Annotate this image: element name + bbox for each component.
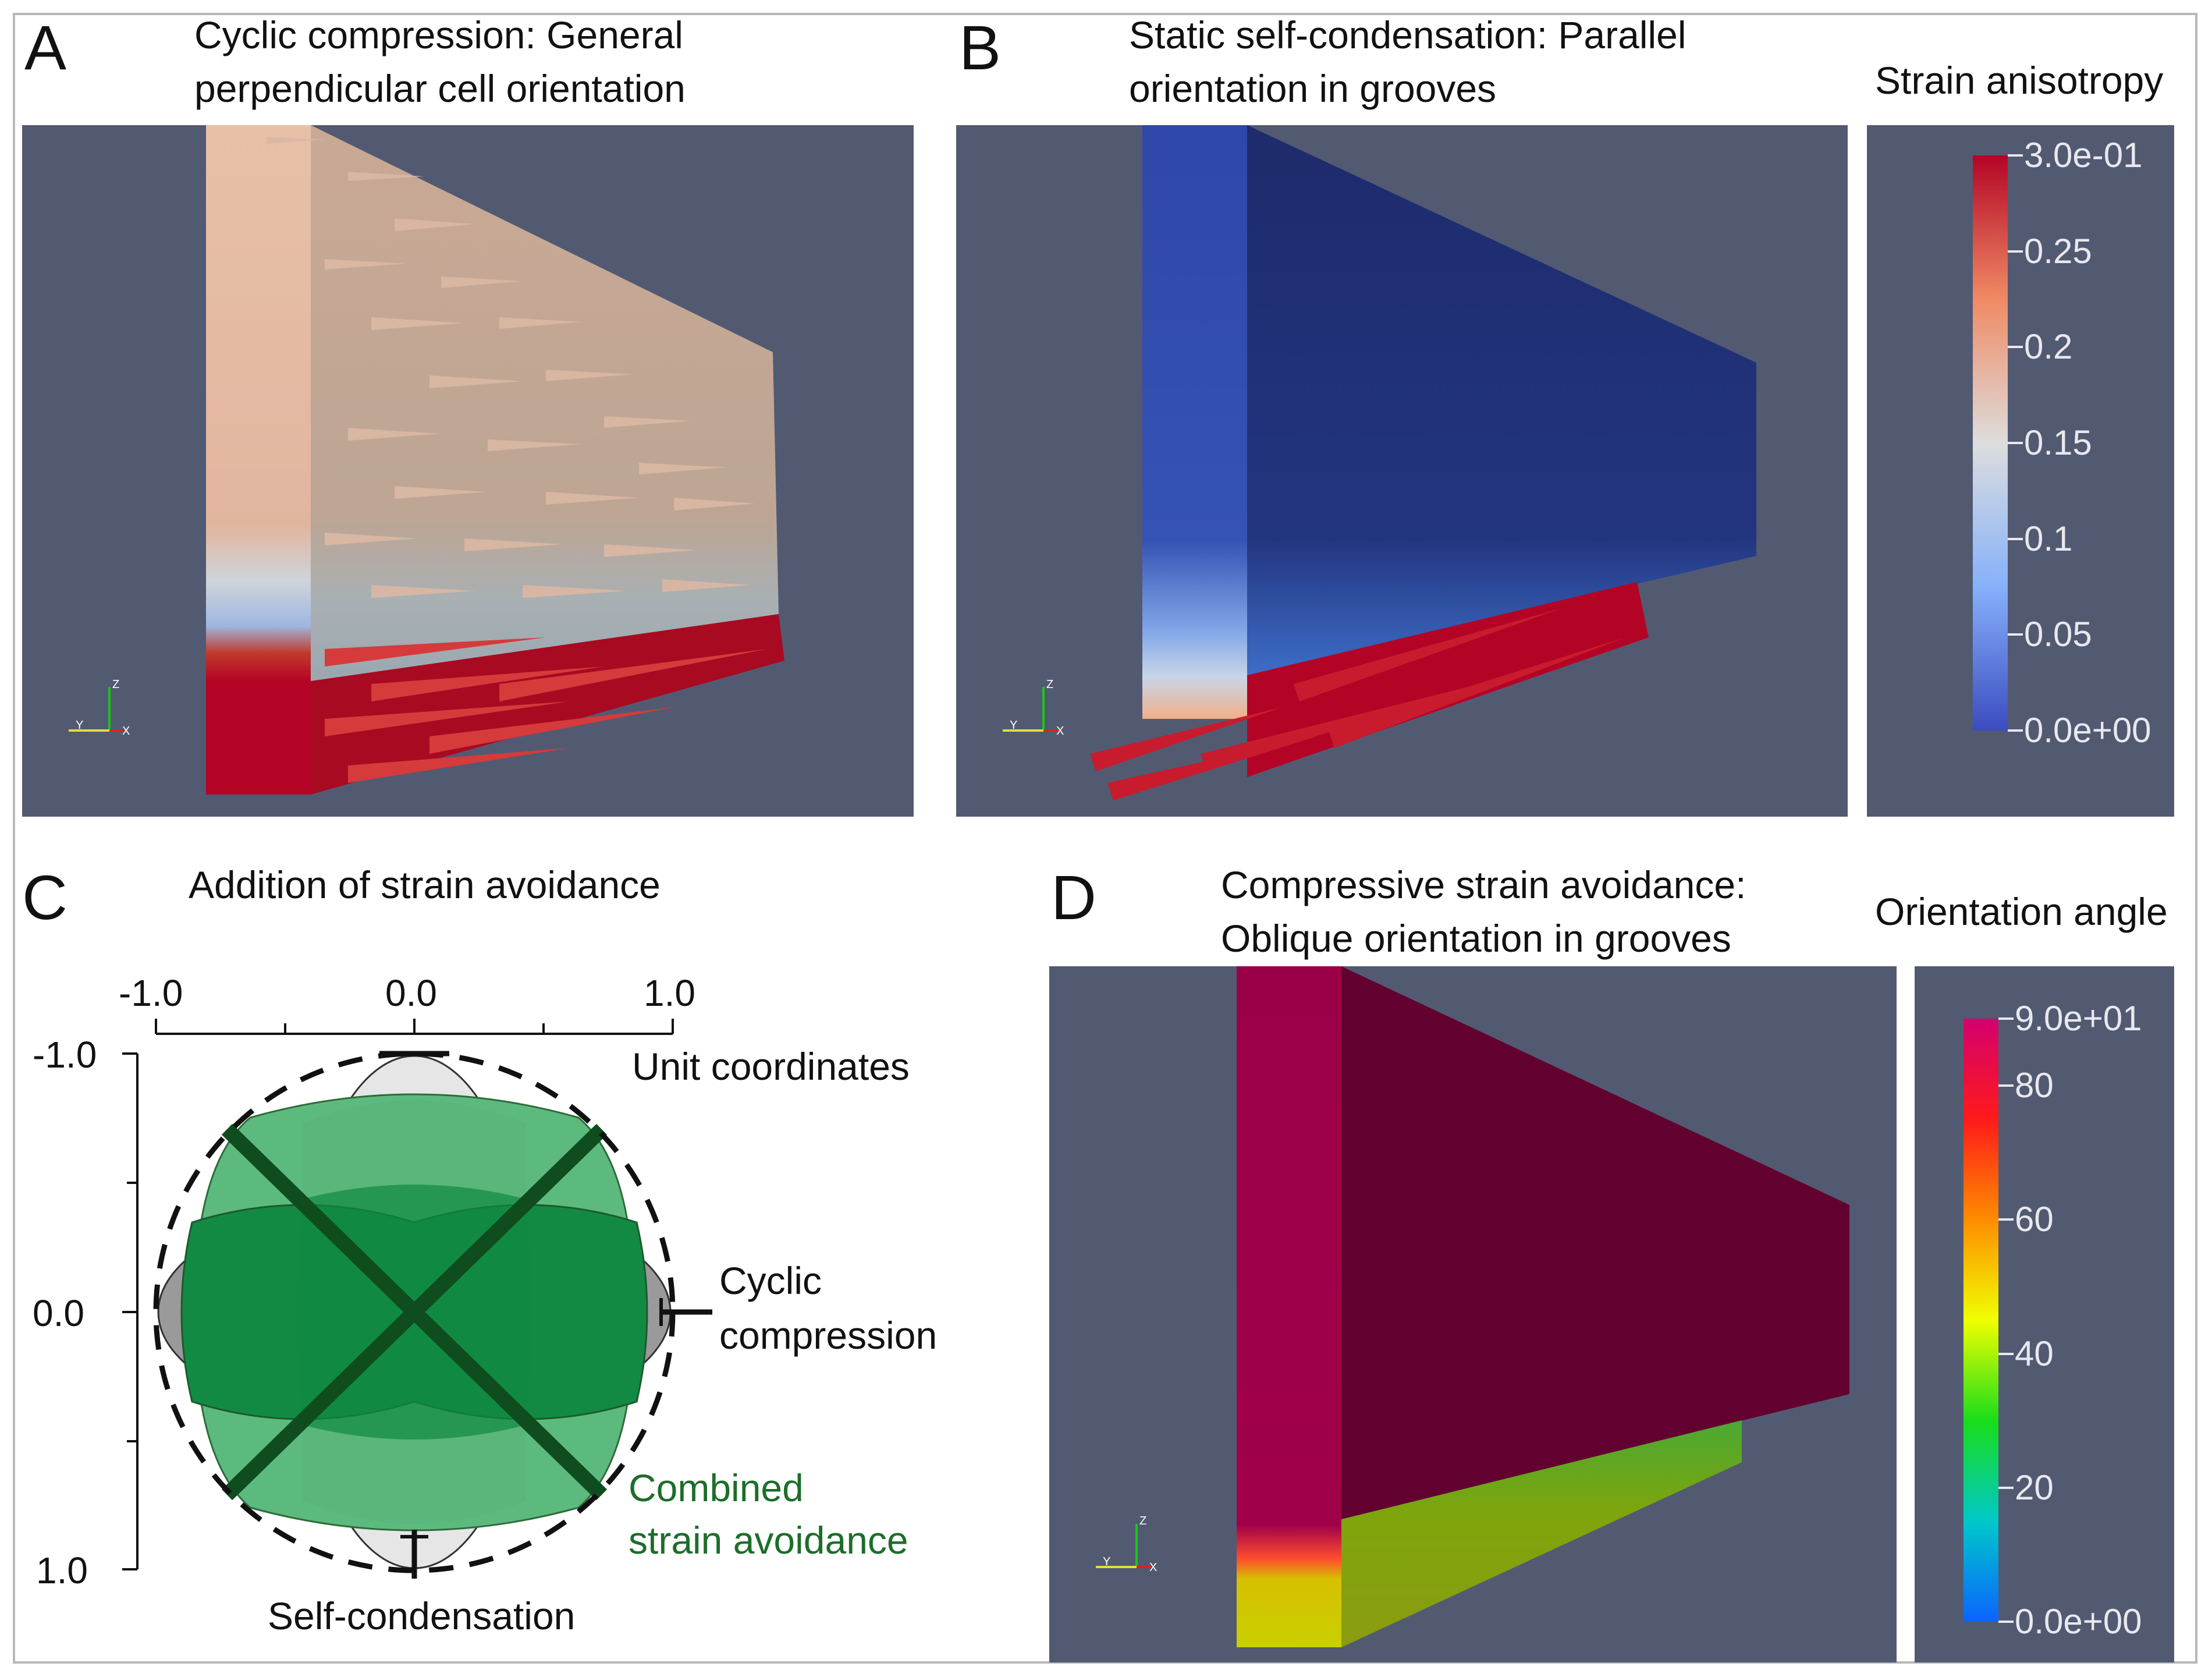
colorbar-tick-mark [1998, 1017, 2014, 1020]
colorbar-tick-label: 0.2 [2024, 327, 2073, 367]
colorbar-tick-mark [1998, 1084, 2014, 1087]
panel-b-letter: B [959, 12, 1002, 83]
colorbar-tick-label: 0.0e+00 [2015, 1602, 2142, 1641]
panel-c-y-tick-1: 1.0 [36, 1550, 88, 1591]
panel-a-letter: A [24, 12, 67, 83]
panel-b-colorbar-panel: 3.0e-01 0.25 0.2 0.15 0.1 0.05 0.0e+00 [1867, 125, 2174, 817]
panel-d-axes-triad [1096, 1524, 1152, 1568]
colorbar-tick-label: 60 [2015, 1200, 2054, 1239]
panel-b-side-face [1247, 125, 1756, 675]
panel-b-colorbar-gradient [1973, 155, 2008, 731]
panel-c-letter: C [22, 862, 68, 933]
panel-c-axis-label: Unit coordinates [632, 1045, 910, 1088]
panel-c-cross [221, 1123, 608, 1501]
panel-c-x-tick-1: 1.0 [644, 972, 695, 1014]
colorbar-tick-mark [2008, 442, 2023, 444]
colorbar-tick-mark [2008, 729, 2023, 732]
panel-b-colorbar-title: Strain anisotropy [1875, 59, 2164, 102]
panel-d-letter: D [1051, 862, 1096, 933]
panel-c-label-self: Self-condensation [268, 1594, 576, 1637]
panel-c-y-tick-neg1: -1.0 [33, 1034, 97, 1076]
panel-d-front-face [1237, 966, 1341, 1647]
panel-c-label-combined-line1: Combined [629, 1466, 804, 1509]
panel-a-axes-triad [69, 687, 125, 732]
colorbar-tick-label: 0.15 [2024, 423, 2092, 462]
colorbar-tick-mark [2008, 537, 2023, 540]
panel-b-triad-z: Z [1046, 678, 1054, 691]
colorbar-tick-label: 3.0e-01 [2024, 136, 2143, 175]
figure-frame [13, 13, 2197, 1664]
colorbar-tick-mark [2008, 154, 2023, 157]
colorbar-tick-label: 0.25 [2024, 231, 2092, 271]
panel-b-front-face [1142, 125, 1247, 719]
panel-a-triad-x: X [122, 725, 130, 738]
colorbar-tick-mark [1998, 1352, 2014, 1355]
panel-b-triad-x: X [1056, 725, 1064, 738]
panel-a-groove-arrows [325, 637, 767, 783]
colorbar-tick-mark [2008, 250, 2023, 253]
panel-a-front-face [206, 125, 311, 681]
colorbar-tick-label: 9.0e+01 [2015, 999, 2142, 1038]
panel-c-top-axis [155, 1019, 674, 1035]
colorbar-tick-label: 20 [2015, 1467, 2054, 1507]
panel-b-geometry [1003, 125, 1756, 800]
panel-c-x-tick-neg1: -1.0 [119, 972, 183, 1014]
panel-c-label-cyclic-line2: compression [719, 1314, 938, 1357]
panel-c-label-combined-line2: strain avoidance [629, 1519, 908, 1562]
colorbar-tick-label: 0.1 [2024, 519, 2073, 558]
panel-a-triad-y: Y [76, 719, 84, 732]
panel-a-arrow-field [267, 137, 755, 598]
panel-a-side-face [311, 125, 779, 684]
panel-b-render-view: Z Y X [956, 125, 1848, 817]
panel-b-axes-triad [1003, 687, 1059, 732]
panel-d-colorbar-title: Orientation angle [1875, 890, 2168, 933]
panel-c-left-axis [122, 1052, 139, 1570]
panel-a-title-line2: perpendicular cell orientation [194, 67, 686, 110]
panel-d-triad-y: Y [1103, 1555, 1111, 1568]
panel-d-colorbar-gradient [1964, 1019, 1998, 1622]
panel-d-side-face [1341, 966, 1849, 1519]
colorbar-tick-label: 80 [2015, 1066, 2054, 1105]
panel-a-groove-front [206, 681, 311, 795]
panel-b-triad-y: Y [1010, 719, 1018, 732]
panel-d-geometry [1096, 966, 1849, 1647]
panel-b-title-line2: orientation in grooves [1129, 67, 1497, 110]
colorbar-tick-mark [1998, 1218, 2014, 1221]
colorbar-tick-mark [1998, 1486, 2014, 1489]
colorbar-tick-label: 0.0e+00 [2024, 711, 2151, 750]
colorbar-tick-mark [1998, 1621, 2014, 1623]
colorbar-tick-label: 0.05 [2024, 615, 2092, 654]
panel-d-colorbar-panel: 9.0e+01 80 60 40 20 0.0e+00 [1915, 966, 2174, 1662]
colorbar-tick-label: 40 [2015, 1334, 2054, 1373]
panel-b-groove-arrows [1090, 608, 1625, 800]
panel-a-geometry [69, 125, 784, 795]
colorbar-tick-mark [2008, 633, 2023, 636]
panel-d-render-view: Z Y X [1049, 966, 1897, 1662]
panel-a-triad-z: Z [112, 678, 120, 691]
panel-d-triad-x: X [1149, 1561, 1158, 1574]
colorbar-tick-mark [2008, 346, 2023, 349]
panel-c-x-tick-0: 0.0 [385, 972, 437, 1014]
panel-b-title-line1: Static self-condensation: Parallel [1129, 13, 1686, 56]
panel-a-render-view: Z Y X [22, 125, 914, 817]
panel-c-y-tick-0: 0.0 [33, 1292, 84, 1334]
panel-a-title-line1: Cyclic compression: General [194, 13, 683, 56]
panel-d-title-line1: Compressive strain avoidance: [1221, 863, 1746, 906]
panel-d-groove-side [1341, 1420, 1742, 1647]
panel-c-title: Addition of strain avoidance [189, 863, 661, 906]
panel-d-title-line2: Oblique orientation in grooves [1221, 917, 1731, 960]
panel-d-triad-z: Z [1139, 1515, 1147, 1527]
panel-c-label-cyclic-line1: Cyclic [719, 1259, 822, 1302]
